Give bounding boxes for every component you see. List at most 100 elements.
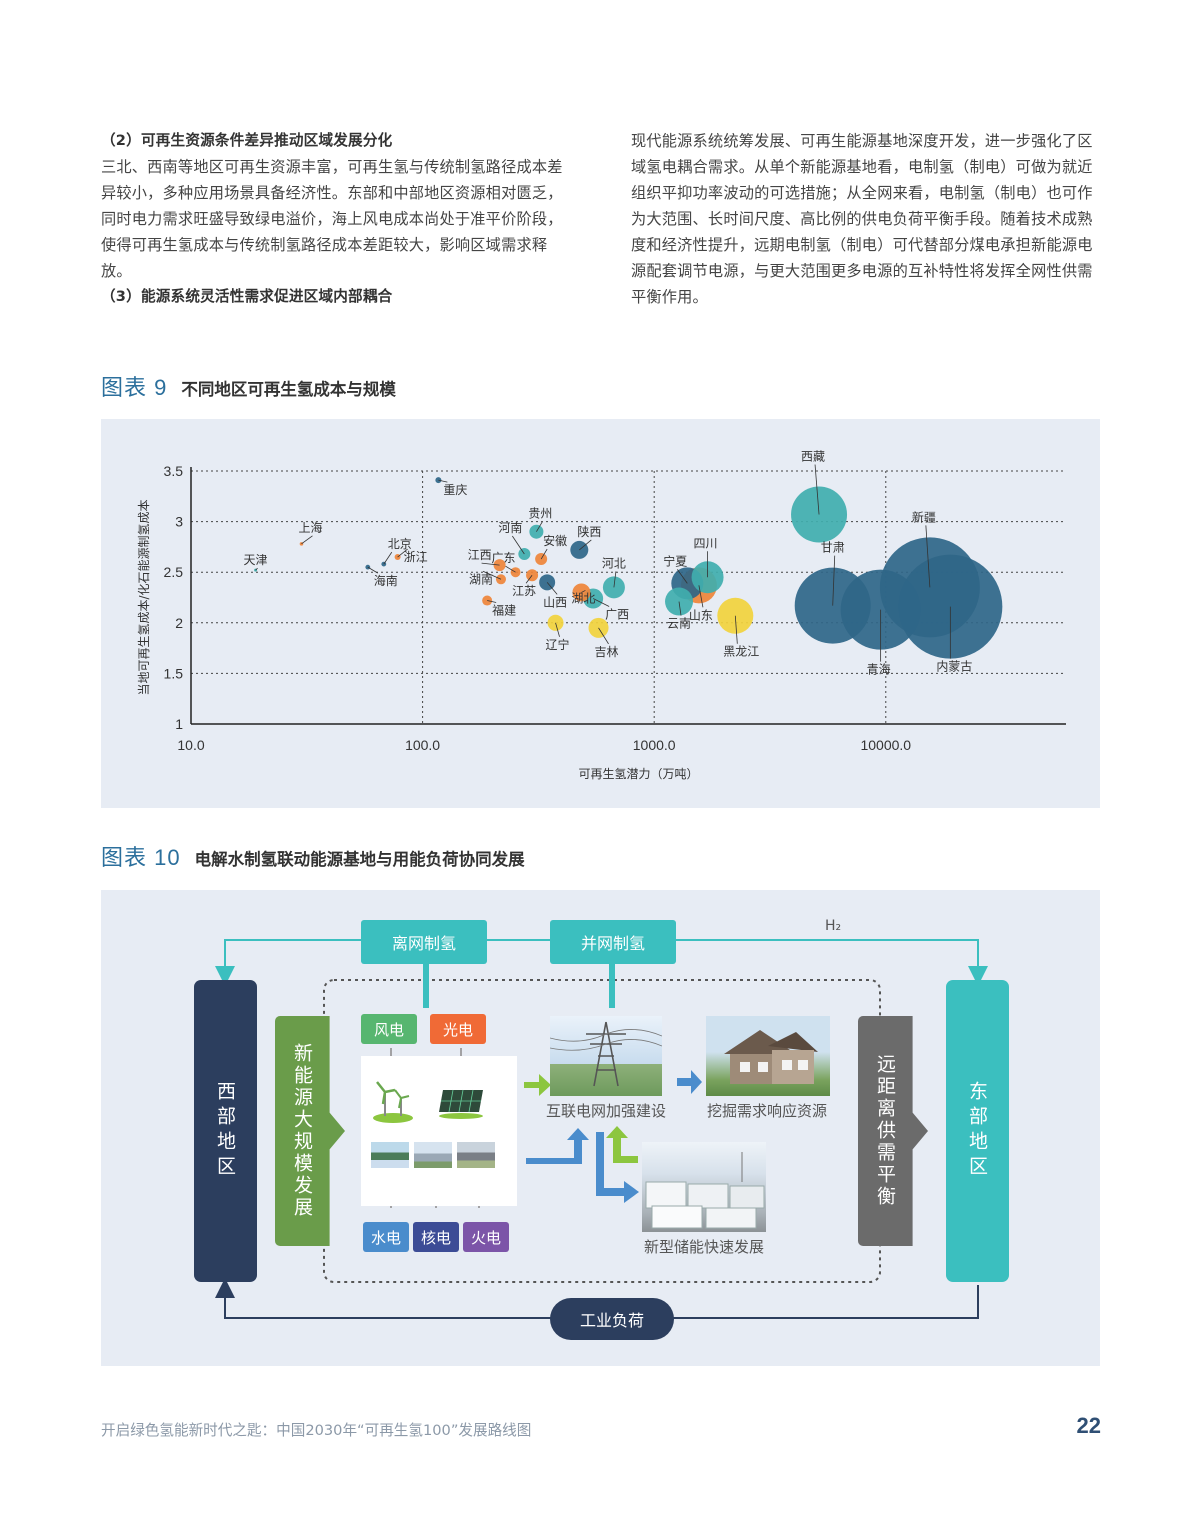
- label-leader-上海: [301, 535, 313, 545]
- thermal-tag: 火电: [463, 1222, 509, 1252]
- wind-turbine-icon: [373, 1081, 413, 1123]
- hydro-tag: 水电: [363, 1222, 409, 1252]
- label-leader-湖南: [482, 570, 502, 580]
- house-icon: [724, 1030, 818, 1084]
- section-heading-3: （3）能源系统灵活性需求促进区域内部耦合: [101, 288, 393, 305]
- y-tick-label: 3: [175, 514, 183, 530]
- west-region-label: 西部地区: [214, 1081, 236, 1181]
- east-region-label: 东部地区: [966, 1081, 988, 1181]
- bubble-河南: [518, 547, 531, 560]
- storage-caption: 新型储能快速发展: [643, 1238, 764, 1256]
- point-label-山东: 山东: [689, 608, 713, 622]
- storage-units-icon: [645, 1152, 765, 1229]
- green-flow-arrow-up: [606, 1126, 638, 1163]
- label-leader-北京: [383, 551, 393, 565]
- y-axis-title: 当地可再生氢成本/化石能源制氢成本: [136, 499, 151, 695]
- bubble-江苏: [526, 569, 539, 582]
- point-label-四川: 四川: [694, 536, 718, 550]
- balance-label: 远距离供需平衡: [874, 1054, 896, 1208]
- point-label-湖北: 湖北: [571, 590, 595, 605]
- footer-title: 开启绿色氢能新时代之匙：中国2030年“可再生氢100”发展路线图: [101, 1422, 532, 1439]
- left-column: （2）可再生资源条件差异推动区域发展分化 三北、西南等地区可再生资源丰富，可再生…: [101, 128, 575, 310]
- bubble-辽宁: [547, 614, 564, 631]
- y-tick-label: 1.5: [164, 665, 184, 681]
- y-tick-label: 1: [175, 716, 183, 732]
- right-paragraph: 现代能源系统统筹发展、可再生能源基地深度开发，进一步强化了区域氢电耦合需求。从单…: [631, 132, 1093, 306]
- label-leader-天津: [255, 567, 258, 571]
- figure10-title: 图表 10 电解水制氢联动能源基地与用能负荷协同发展: [101, 840, 525, 872]
- point-label-湖南: 湖南: [469, 571, 493, 586]
- solar-panel-icon: [439, 1089, 483, 1119]
- point-label-海南: 海南: [374, 573, 398, 588]
- diagram-panel: H₂ 离网制氢 并网制氢 西部地区 东部地区 新能源大规模发展 远距离供需平衡: [101, 890, 1100, 1366]
- blue-flow-arrow-right: [677, 1070, 702, 1094]
- label-leader-陕西: [579, 539, 592, 551]
- point-label-山西: 山西: [543, 595, 567, 609]
- label-leader-江苏: [525, 574, 533, 584]
- h2-label: H₂: [825, 918, 842, 934]
- new-energy-label: 新能源大规模发展: [291, 1043, 313, 1219]
- power-grid-image: [549, 1016, 663, 1096]
- point-label-辽宁: 辽宁: [546, 637, 570, 652]
- pylon-icon: [549, 1021, 663, 1087]
- solar-tag: 光电: [430, 1014, 486, 1044]
- x-tick-label: 100.0: [405, 737, 440, 753]
- label-leader-河南: [512, 535, 525, 555]
- y-tick-label: 3.5: [164, 463, 184, 479]
- x-tick-label: 10000.0: [860, 737, 911, 753]
- label-leader-山东: [698, 585, 704, 608]
- label-leader-宁夏: [676, 569, 688, 584]
- industrial-load-tag: 工业负荷: [550, 1298, 674, 1340]
- x-axis-title: 可再生氢潜力（万吨）: [578, 766, 698, 781]
- point-label-福建: 福建: [492, 603, 516, 618]
- point-label-陕西: 陕西: [577, 524, 601, 539]
- label-leader-安徽: [540, 548, 548, 560]
- balance-text: 远距离供需平衡: [858, 1016, 913, 1246]
- hydro-plant-image: [371, 1142, 409, 1168]
- label-leader-广东: [505, 565, 516, 573]
- figure10-number: 图表 10: [101, 845, 181, 870]
- page-number: 22: [1076, 1413, 1101, 1438]
- right-column: 现代能源系统统筹发展、可再生能源基地深度开发，进一步强化了区域氢电耦合需求。从单…: [631, 128, 1105, 310]
- label-leader-黑龙江: [734, 615, 738, 644]
- point-label-吉林: 吉林: [595, 645, 619, 659]
- y-tick-label: 2.5: [164, 564, 184, 580]
- label-leader-湖北: [581, 590, 586, 593]
- label-leader-山西: [546, 582, 558, 595]
- new-energy-text: 新能源大规模发展: [275, 1016, 330, 1246]
- chart-panel: 天津上海海南北京浙江重庆福建江西湖南广东河南江苏贵州安徽山西辽宁陕西湖北广西吉林…: [101, 419, 1100, 808]
- label-leader-重庆: [438, 479, 448, 483]
- left-paragraph: 三北、西南等地区可再生资源丰富，可再生氢与传统制氢路径成本差异较小，多种应用场景…: [101, 158, 563, 280]
- label-leader-西藏: [814, 464, 820, 515]
- label-leader-福建: [487, 600, 497, 603]
- label-leader-吉林: [598, 627, 609, 645]
- figure9-caption: 不同地区可再生氢成本与规模: [181, 380, 396, 399]
- point-label-贵州: 贵州: [528, 507, 552, 521]
- label-leader-云南: [678, 601, 682, 616]
- point-label-内蒙古: 内蒙古: [936, 659, 972, 674]
- figure9-number: 图表 9: [101, 375, 168, 400]
- nuclear-plant-image: [414, 1142, 452, 1168]
- bubble-四川: [691, 561, 724, 594]
- label-leader-广西: [592, 598, 610, 607]
- blue-flow-arrow-down: [596, 1132, 639, 1203]
- label-leader-辽宁: [555, 622, 560, 637]
- blue-flow-arrow-up: [526, 1128, 589, 1164]
- green-flow-arrow: [524, 1074, 551, 1096]
- label-leader-贵州: [536, 521, 543, 532]
- point-label-广东: 广东: [492, 551, 516, 565]
- offgrid-hydrogen-tag: 离网制氢: [361, 920, 487, 964]
- point-label-河南: 河南: [498, 520, 522, 535]
- thermal-plant-image: [457, 1142, 495, 1168]
- bubble-广东: [510, 567, 521, 578]
- label-leader-浙江: [397, 548, 408, 558]
- point-label-青海: 青海: [867, 662, 891, 677]
- bubble-吉林: [588, 617, 609, 638]
- energy-storage-image: [642, 1142, 766, 1232]
- point-label-甘肃: 甘肃: [821, 541, 845, 555]
- point-label-广西: 广西: [605, 608, 629, 622]
- label-leader-甘肃: [832, 555, 836, 606]
- point-label-黑龙江: 黑龙江: [723, 645, 759, 659]
- point-label-重庆: 重庆: [443, 483, 467, 497]
- figure9-title: 图表 9 不同地区可再生氢成本与规模: [101, 370, 396, 402]
